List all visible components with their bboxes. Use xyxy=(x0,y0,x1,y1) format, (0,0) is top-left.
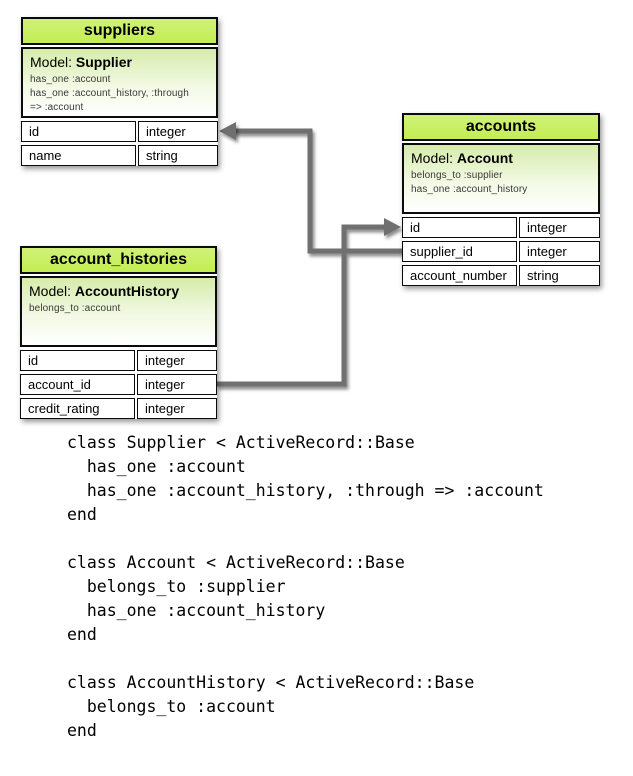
association-line: belongs_to :supplier xyxy=(411,170,503,181)
connector-accounts-to-suppliers xyxy=(233,128,402,254)
table-row: id integer xyxy=(21,121,218,142)
column-name-cell: id xyxy=(20,350,135,371)
model-line: Model: Account xyxy=(411,150,592,166)
model-line: Model: Supplier xyxy=(30,54,210,70)
table-row: name string xyxy=(21,145,218,166)
model-label: Model: xyxy=(411,150,454,166)
model-section: Model: AccountHistory belongs_to :accoun… xyxy=(20,276,217,347)
table-title: account_histories xyxy=(50,251,187,268)
column-type-cell: integer xyxy=(137,398,217,419)
column-name-cell: account_id xyxy=(20,374,135,395)
connector-histories-to-accounts xyxy=(216,224,387,387)
column-type-cell: integer xyxy=(519,217,600,238)
table-accounts: accounts Model: Account belongs_to :supp… xyxy=(402,113,600,286)
table-suppliers: suppliers Model: Supplier has_one :accou… xyxy=(21,17,218,166)
table-row: account_number string xyxy=(402,265,600,286)
column-type-cell: integer xyxy=(137,374,217,395)
column-name-cell: credit_rating xyxy=(20,398,135,419)
column-type-cell: integer xyxy=(137,350,217,371)
model-section: Model: Supplier has_one :account has_one… xyxy=(21,47,218,118)
model-label: Model: xyxy=(30,54,73,70)
ruby-code-block: class Supplier < ActiveRecord::Base has_… xyxy=(67,433,544,740)
table-title: accounts xyxy=(465,118,537,135)
arrowhead-right-icon xyxy=(384,218,401,236)
column-type-cell: integer xyxy=(519,241,600,262)
model-name: Supplier xyxy=(75,54,132,70)
table-row: id integer xyxy=(402,217,600,238)
table-row: account_id integer xyxy=(20,374,217,395)
model-name: Account xyxy=(456,150,513,166)
table-header: accounts xyxy=(402,113,600,141)
association-line: has_one :account_history xyxy=(411,184,528,195)
table-title: suppliers xyxy=(83,22,156,39)
model-section: Model: Account belongs_to :supplier has_… xyxy=(402,143,600,214)
column-type-cell: integer xyxy=(138,121,218,142)
association-line: belongs_to :account xyxy=(29,303,121,314)
table-row: supplier_id integer xyxy=(402,241,600,262)
column-name-cell: account_number xyxy=(402,265,517,286)
table-row: id integer xyxy=(20,350,217,371)
table-account-histories: account_histories Model: AccountHistory … xyxy=(20,246,217,419)
column-type-cell: string xyxy=(138,145,218,166)
column-name-cell: id xyxy=(402,217,517,238)
column-type-cell: string xyxy=(519,265,600,286)
model-line: Model: AccountHistory xyxy=(29,283,209,299)
model-name: AccountHistory xyxy=(74,283,180,299)
arrowhead-left-icon xyxy=(219,122,236,140)
column-name-cell: supplier_id xyxy=(402,241,517,262)
association-line: => :account xyxy=(30,102,84,113)
column-name-cell: id xyxy=(21,121,136,142)
table-header: account_histories xyxy=(20,246,217,274)
association-line: has_one :account_history, :through xyxy=(30,88,189,99)
column-name-cell: name xyxy=(21,145,136,166)
association-line: has_one :account xyxy=(30,74,111,85)
table-header: suppliers xyxy=(21,17,218,45)
table-row: credit_rating integer xyxy=(20,398,217,419)
model-label: Model: xyxy=(29,283,72,299)
